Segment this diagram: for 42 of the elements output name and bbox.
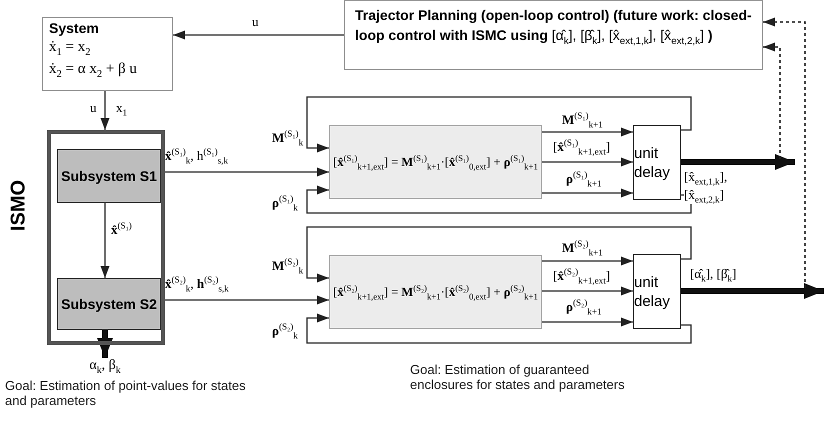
box-text: unit delay <box>634 144 671 182</box>
feedback-arrow <box>306 96 692 152</box>
delay-box <box>633 125 681 200</box>
goal-note: Goal: Estimation of point-values for states and parameters <box>5 378 247 408</box>
arrow <box>542 158 633 166</box>
feedback-arrow <box>306 226 692 282</box>
equation-text: ẋ$_{1}$ = x$_{2}$ <box>49 38 92 58</box>
goal-note: Goal: Estimation of guaranteed enclosures for states and parameters <box>410 362 626 392</box>
box-text: unit delay <box>634 272 671 310</box>
dashed-arrow <box>763 18 806 288</box>
system-box <box>42 17 173 91</box>
equation-box <box>329 125 542 199</box>
vertical-heading: ISMO <box>8 178 30 234</box>
arrow <box>542 188 633 198</box>
subsystem-box <box>57 278 161 330</box>
edge-label: [x̂$^{(S₂)}$$_{k+1,ext}$] <box>553 268 610 284</box>
box-text: Subsystem S1 <box>61 168 157 184</box>
arrow <box>173 30 344 40</box>
arrow <box>542 318 633 326</box>
thick-arrow <box>97 330 113 358</box>
box-text: Subsystem S2 <box>61 296 157 312</box>
subsystem-box <box>57 149 161 203</box>
arrow <box>542 286 633 296</box>
dashed-arrow <box>763 42 781 159</box>
arrow <box>542 256 633 266</box>
box-text: Trajector Planning (open-loop control) (future work: closed-loop control with ISMC using [α̂$_{k}$], [β̂$_{k}$], [x̂$_{ext,1,k}$], [x̂$_{ext,2,k}$] ) <box>355 6 752 45</box>
feedback-arrow <box>306 314 692 344</box>
thick-arrow <box>681 154 795 170</box>
equation-box <box>329 255 542 329</box>
symbol-label: x$_{1}$ <box>116 100 128 116</box>
arrow <box>100 91 110 130</box>
arrow <box>100 203 110 278</box>
planning-box <box>344 0 763 70</box>
arrow <box>542 128 633 136</box>
feedback-arrow <box>306 186 692 214</box>
box-title: System <box>49 20 100 36</box>
delay-box <box>633 254 681 329</box>
edge-label: [α̂$_{k}$], [β̂$_{k}$] <box>690 266 736 282</box>
equation-text: ẋ$_{2}$ = α x$_{2}$ + β u <box>49 60 138 80</box>
thick-arrow <box>681 283 824 299</box>
edge-label: [x̂$^{(S₁)}$$_{k+1,ext}$] <box>553 139 610 155</box>
output-label: α$_{k}$, β$_{k}$ <box>70 358 140 380</box>
